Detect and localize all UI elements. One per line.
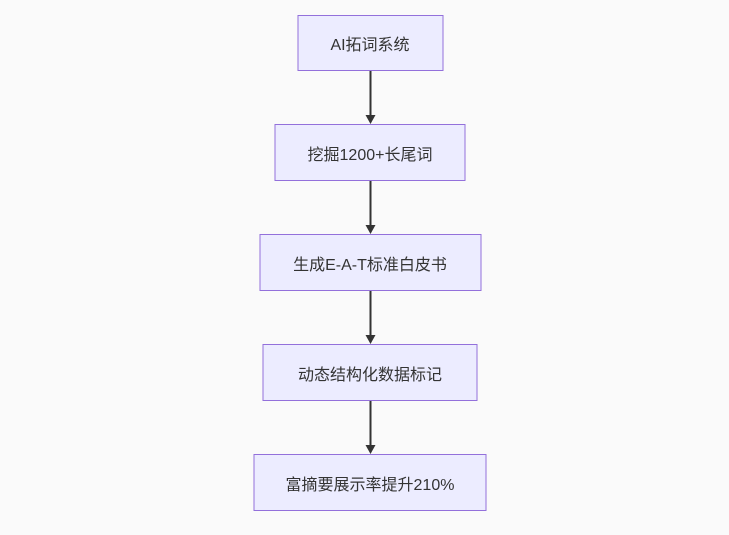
flow-node-eat-whitepaper: 生成E-A-T标准白皮书	[259, 234, 481, 291]
flow-edge-2-3	[365, 181, 375, 234]
arrow-shaft	[369, 291, 371, 335]
flow-edge-3-4	[365, 291, 375, 344]
flow-edge-4-5	[365, 401, 375, 454]
flow-node-label: 生成E-A-T标准白皮书	[293, 256, 447, 274]
arrow-down-icon	[365, 335, 375, 344]
arrow-down-icon	[365, 225, 375, 234]
flow-node-label: 富摘要展示率提升210%	[285, 476, 455, 494]
flow-node-label: 挖掘1200+长尾词	[307, 146, 433, 164]
arrow-shaft	[369, 71, 371, 115]
flow-node-label: AI拓词系统	[330, 37, 410, 54]
flow-node-rich-snippet-rate: 富摘要展示率提升210%	[253, 454, 487, 511]
flow-node-structured-data-markup: 动态结构化数据标记	[262, 344, 478, 401]
flowchart-column: AI拓词系统 挖掘1200+长尾词 生成E-A-T标准白皮书 动态结构化数据标记	[253, 15, 487, 511]
arrow-down-icon	[365, 445, 375, 454]
flow-node-label: 动态结构化数据标记	[297, 366, 442, 384]
flow-edge-1-2	[365, 71, 375, 124]
flow-node-longtail-keywords: 挖掘1200+长尾词	[274, 124, 466, 181]
arrow-shaft	[369, 401, 371, 445]
arrow-down-icon	[365, 115, 375, 124]
arrow-shaft	[369, 181, 371, 225]
flow-node-ai-word-expansion: AI拓词系统	[297, 15, 443, 71]
